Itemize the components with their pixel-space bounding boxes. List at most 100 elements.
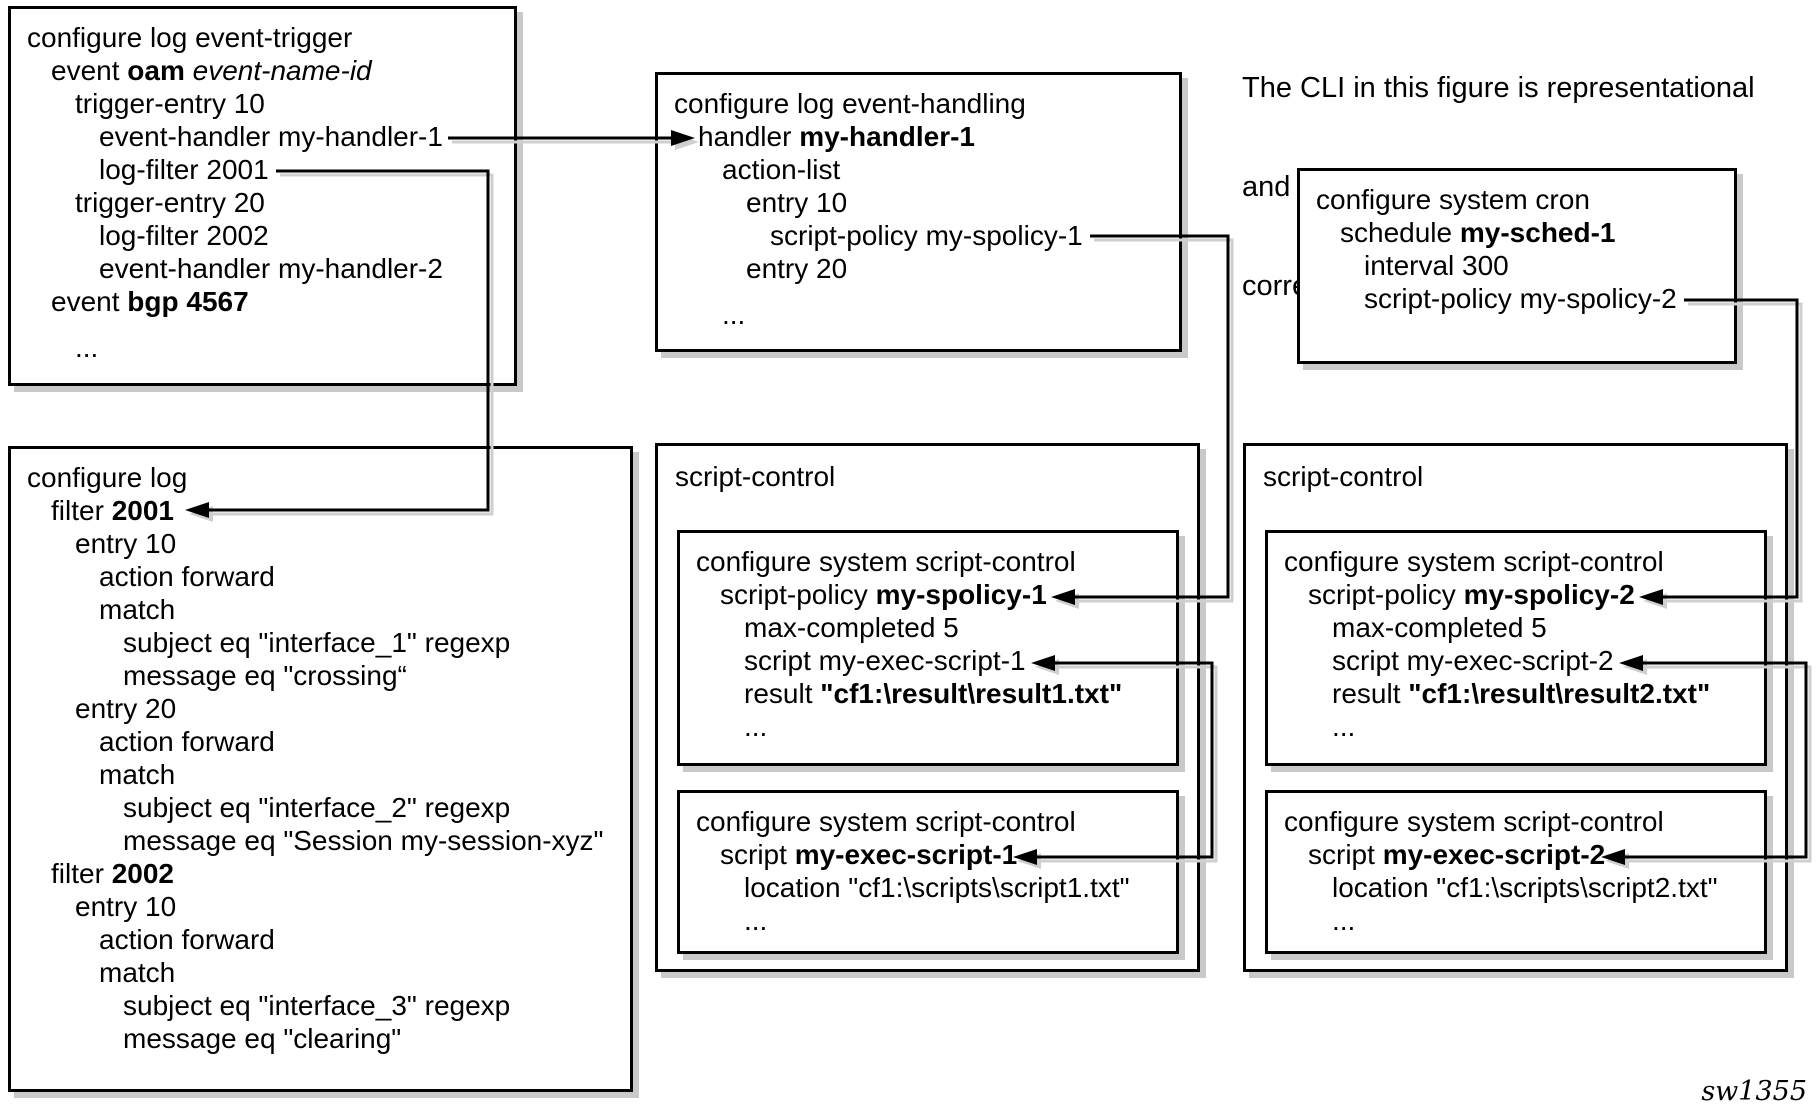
cli-line: message eq "clearing" — [27, 1022, 616, 1055]
cli-segment: 2002 — [111, 858, 174, 889]
cli-line: schedule my-sched-1 — [1316, 216, 1720, 249]
cli-segment: script — [1308, 839, 1383, 870]
cli-line: script my-exec-script-2 — [1284, 838, 1750, 871]
cli-line: ... — [696, 710, 1162, 743]
cli-segment: ... — [744, 905, 768, 936]
cli-line: script-policy my-spolicy-2 — [1316, 282, 1720, 315]
cli-segment: match — [99, 594, 176, 625]
cli-segment: ... — [1332, 711, 1356, 742]
cli-line: max-completed 5 — [696, 611, 1162, 644]
cli-segment: configure log — [27, 462, 188, 493]
cli-line: entry 20 — [674, 252, 1165, 285]
cli-line: ... — [1284, 904, 1750, 937]
cli-line: subject eq "interface_2" regexp — [27, 791, 616, 824]
cli-segment: configure system cron — [1316, 184, 1590, 215]
cli-segment: my-exec-script-2 — [1382, 839, 1606, 870]
cli-line: action-list — [674, 153, 1165, 186]
cli-line: ... — [1284, 710, 1750, 743]
cli-segment: entry 10 — [75, 891, 177, 922]
cli-line: match — [27, 956, 616, 989]
cli-segment: result — [744, 678, 821, 709]
cli-segment: configure system script-control — [696, 546, 1076, 577]
cli-segment: my-spolicy-2 — [1463, 579, 1635, 610]
cli-line: subject eq "interface_1" regexp — [27, 626, 616, 659]
cli-segment: "cf1:\result\result1.txt" — [820, 678, 1123, 709]
cli-segment: ... — [1332, 905, 1356, 936]
cli-line: location "cf1:\scripts\script1.txt" — [696, 871, 1162, 904]
cli-segment: ... — [722, 299, 746, 330]
cli-segment: action-list — [722, 154, 841, 185]
note-line: The CLI in this figure is representation… — [1242, 72, 1755, 104]
cli-segment: subject eq "interface_2" regexp — [123, 792, 511, 823]
cli-line: script-policy my-spolicy-2 — [1284, 578, 1750, 611]
cli-segment: result — [1332, 678, 1409, 709]
cli-segment: script-policy — [1308, 579, 1464, 610]
cli-line: configure system script-control — [696, 545, 1162, 578]
cli-segment: script-policy my-spolicy-2 — [1364, 283, 1677, 314]
cli-segment: ... — [744, 711, 768, 742]
cli-segment: max-completed 5 — [1332, 612, 1547, 643]
cli-line: log-filter 2001 — [27, 153, 500, 186]
script-control-label: script-control — [1263, 461, 1424, 492]
cli-line: match — [27, 593, 616, 626]
box-script-control-right: script-control configure system script-c… — [1243, 443, 1788, 972]
cli-line: event-handler my-handler-1 — [27, 120, 500, 153]
cli-segment: subject eq "interface_1" regexp — [123, 627, 511, 658]
cli-line: script my-exec-script-1 — [696, 644, 1162, 677]
cli-line: entry 10 — [27, 890, 616, 923]
cli-line: interval 300 — [1316, 249, 1720, 282]
cli-line: script my-exec-script-2 — [1284, 644, 1750, 677]
cli-line: result "cf1:\result\result1.txt" — [696, 677, 1162, 710]
cli-line: configure system script-control — [1284, 805, 1750, 838]
cli-segment: event-name-id — [192, 55, 372, 86]
cli-segment: configure log event-trigger — [27, 22, 353, 53]
cli-segment: configure system script-control — [696, 806, 1076, 837]
cli-line: subject eq "interface_3" regexp — [27, 989, 616, 1022]
cli-line: configure system script-control — [1284, 545, 1750, 578]
cli-segment: 2001 — [111, 495, 174, 526]
cli-line: configure system script-control — [696, 805, 1162, 838]
cli-segment: message eq "Session my-session-xyz" — [123, 825, 604, 856]
cli-segment: trigger-entry 20 — [75, 187, 265, 218]
cli-line: configure log event-trigger — [27, 21, 500, 54]
cli-segment: script-policy my-spolicy-1 — [770, 220, 1083, 251]
cli-line: action forward — [27, 923, 616, 956]
cli-segment: configure system script-control — [1284, 546, 1664, 577]
cli-segment: script-policy — [720, 579, 876, 610]
cli-line: entry 20 — [27, 692, 616, 725]
cli-segment: trigger-entry 10 — [75, 88, 265, 119]
cli-line: entry 10 — [674, 186, 1165, 219]
cli-line: filter 2002 — [27, 857, 616, 890]
cli-segment: match — [99, 957, 176, 988]
cli-segment: bgp 4567 — [127, 286, 249, 317]
cli-segment: interval 300 — [1364, 250, 1509, 281]
cli-segment: match — [99, 759, 176, 790]
cli-segment: my-handler-1 — [799, 121, 976, 152]
cli-line: script-policy my-spolicy-1 — [696, 578, 1162, 611]
cli-segment: "cf1:\result\result2.txt" — [1408, 678, 1711, 709]
cli-segment: message eq "clearing" — [123, 1023, 402, 1054]
cli-segment: entry 20 — [746, 253, 848, 284]
cli-segment: entry 10 — [75, 528, 177, 559]
cli-segment: my-sched-1 — [1459, 217, 1616, 248]
cli-segment: script my-exec-script-1 — [744, 645, 1026, 676]
cli-segment: oam — [127, 55, 185, 86]
cli-segment: action forward — [99, 924, 275, 955]
cli-line: trigger-entry 20 — [27, 186, 500, 219]
cli-segment: entry 10 — [746, 187, 848, 218]
cli-segment: action forward — [99, 726, 275, 757]
cli-line: location "cf1:\scripts\script2.txt" — [1284, 871, 1750, 904]
cli-segment: my-spolicy-1 — [875, 579, 1047, 610]
cli-line: script-policy my-spolicy-1 — [674, 219, 1165, 252]
cli-segment: location "cf1:\scripts\script1.txt" — [744, 872, 1130, 903]
cli-line: message eq "crossing“ — [27, 659, 616, 692]
cli-line: configure log — [27, 461, 616, 494]
cli-segment: my-exec-script-1 — [794, 839, 1018, 870]
cli-segment: log-filter 2002 — [99, 220, 269, 251]
cli-line: filter 2001 — [27, 494, 616, 527]
cli-line: result "cf1:\result\result2.txt" — [1284, 677, 1750, 710]
